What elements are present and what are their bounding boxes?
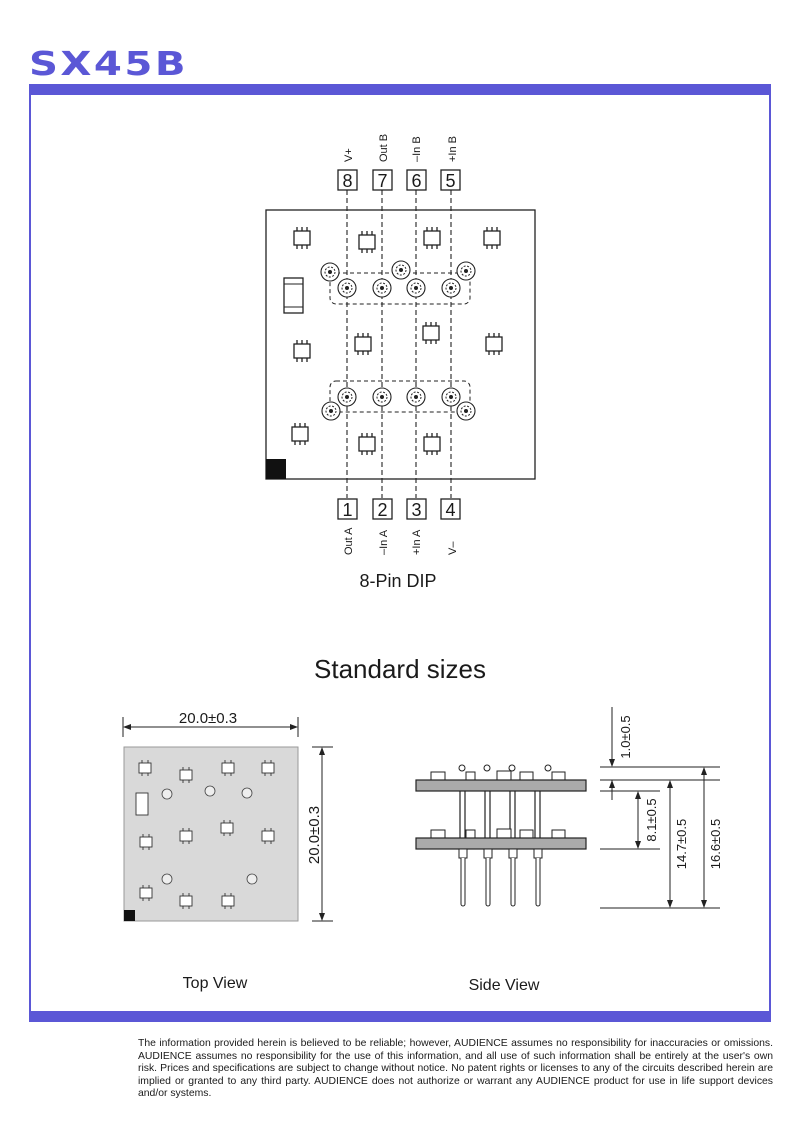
pin1-marker: [266, 459, 286, 479]
top-view-width-label: 20.0±0.3: [179, 710, 237, 727]
pin-7-label: Out B: [378, 134, 390, 162]
side-view-caption: Side View: [469, 977, 540, 994]
pin-8-label: V+: [343, 148, 355, 162]
side-dim-2: 8.1±0.5: [644, 798, 659, 841]
page-frame: [29, 84, 771, 1022]
top-view-width-dimension: 20.0±0.3: [122, 710, 299, 737]
top-accent-bar: [29, 84, 771, 95]
pin-4-number: 4: [445, 500, 455, 520]
bottom-accent-bar: [29, 1011, 771, 1022]
dip-pin-labels-bottom: Out A –In A +In A V–: [343, 527, 459, 555]
dip-pin-boxes-bottom: 1 2 3 4: [337, 498, 461, 520]
side-dim-1: 1.0±0.5: [618, 715, 633, 758]
bottom-pad-group: [329, 380, 471, 413]
standard-sizes-heading: Standard sizes: [314, 654, 486, 684]
pin-3-number: 3: [411, 500, 421, 520]
legal-disclaimer: The information provided herein is belie…: [138, 1038, 773, 1100]
pin-4-label: V–: [447, 541, 459, 555]
pin-1-label: Out A: [343, 527, 355, 555]
dip-pin-labels-top: V+ Out B –In B +In B: [343, 134, 459, 162]
side-dim-3: 14.7±0.5: [674, 819, 689, 870]
pin-2-label: –In A: [378, 529, 390, 555]
pin-guide-lines: [346, 190, 452, 498]
side-dim-4: 16.6±0.5: [708, 819, 723, 870]
dip-caption: 8-Pin DIP: [359, 571, 436, 591]
top-view-height-label: 20.0±0.3: [306, 806, 323, 864]
pin-6-label: –In B: [411, 136, 423, 162]
side-view-drawing: [415, 764, 587, 907]
dip-components: [283, 226, 503, 456]
top-view-pin1-marker: [124, 910, 135, 921]
pin-1-number: 1: [342, 500, 352, 520]
dip-pin-boxes-top: 8 7 6 5: [337, 169, 461, 191]
brand-logo: SX45B: [29, 44, 188, 83]
pin-5-label: +In B: [447, 136, 459, 162]
pin-8-number: 8: [342, 171, 352, 191]
pin-3-label: +In A: [411, 529, 423, 555]
side-view-dimensions: [600, 707, 720, 909]
top-view-height-dimension: 20.0±0.3: [306, 746, 333, 922]
pin-6-number: 6: [411, 171, 421, 191]
top-view-caption: Top View: [183, 975, 248, 992]
pin-2-number: 2: [377, 500, 387, 520]
pin-7-number: 7: [377, 171, 387, 191]
top-view-components: [135, 759, 275, 910]
pin-5-number: 5: [445, 171, 455, 191]
